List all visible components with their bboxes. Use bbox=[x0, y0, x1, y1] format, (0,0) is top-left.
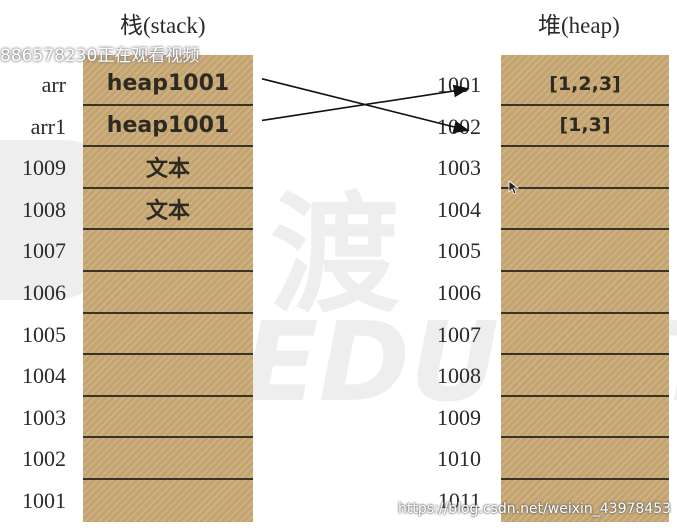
heap-address-label: 1006 bbox=[437, 280, 481, 305]
heap-cell: [1,2,3] bbox=[501, 64, 669, 106]
stack-address-label: 1001 bbox=[22, 488, 66, 513]
heap-address-label: 1002 bbox=[437, 113, 481, 139]
heap-title: 堆(heap) bbox=[538, 13, 620, 38]
stack-address-label: 1004 bbox=[22, 363, 66, 389]
stack-address-label: arr1 bbox=[30, 113, 66, 139]
stack-cell bbox=[83, 480, 253, 522]
stack-address-label: 1005 bbox=[22, 321, 66, 347]
stack-cell bbox=[83, 438, 253, 480]
stack-cell bbox=[83, 355, 253, 397]
heap-address-label: 1010 bbox=[437, 446, 481, 472]
stack-address-label: 1009 bbox=[22, 155, 66, 181]
mouse-cursor-icon bbox=[508, 180, 520, 195]
stack-cell bbox=[83, 230, 253, 272]
heap-cell bbox=[501, 314, 669, 356]
heap-cell: [1,3] bbox=[501, 106, 669, 148]
heap-address-label: 1005 bbox=[437, 238, 481, 264]
stack-cell bbox=[83, 272, 253, 314]
stack-address-label: 1002 bbox=[22, 446, 66, 472]
heap-address-label: 1009 bbox=[437, 404, 481, 430]
heap-address-label: 1001 bbox=[437, 72, 481, 97]
source-credit: https://blog.csdn.net/weixin_43978453 bbox=[398, 501, 672, 517]
viewer-count-overlay: 886578230正在观看视频 bbox=[0, 46, 200, 66]
heap-address-label: 1011 bbox=[437, 488, 481, 513]
stack-cell: heap1001 bbox=[83, 64, 253, 106]
stack-title: 栈(stack) bbox=[120, 13, 206, 38]
heap-cell bbox=[501, 438, 669, 480]
stack-address-label: arr bbox=[41, 72, 66, 97]
stack-address-label: 1003 bbox=[22, 404, 66, 430]
heap-cell bbox=[501, 272, 669, 314]
stack-address-label: 1006 bbox=[22, 280, 66, 305]
stack-cell: 文本 bbox=[83, 147, 253, 189]
heap-cell bbox=[501, 355, 669, 397]
stack-address-label: 1007 bbox=[22, 238, 66, 264]
svg-text:渡: 渡 bbox=[270, 179, 400, 331]
heap-column: [1,2,3][1,3] bbox=[501, 55, 669, 522]
heap-cell bbox=[501, 147, 669, 189]
stack-cell bbox=[83, 314, 253, 356]
stack-cell: 文本 bbox=[83, 189, 253, 231]
heap-address-label: 1004 bbox=[437, 196, 481, 222]
stack-cell: heap1001 bbox=[83, 106, 253, 148]
heap-cell bbox=[501, 189, 669, 231]
heap-address-label: 1003 bbox=[437, 155, 481, 181]
stack-cell bbox=[83, 397, 253, 439]
heap-cell bbox=[501, 397, 669, 439]
heap-address-label: 1008 bbox=[437, 363, 481, 389]
heap-cell bbox=[501, 230, 669, 272]
stack-address-label: 1008 bbox=[22, 196, 66, 222]
heap-address-label: 1007 bbox=[437, 321, 481, 347]
